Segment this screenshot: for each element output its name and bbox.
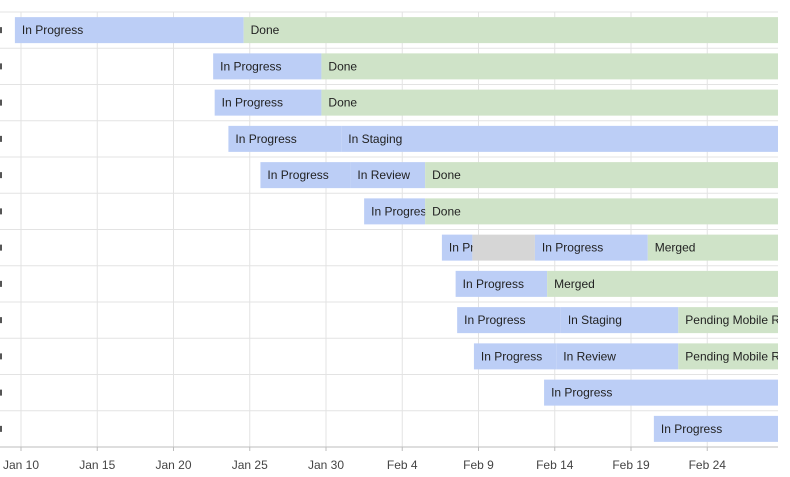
timeline-bar[interactable] [350,162,426,189]
bar-label: In Progress [22,23,83,37]
bar-label: In Progress [542,241,603,255]
bar-label: In Progress [220,59,281,73]
row-label-stub [0,208,2,215]
x-tick-label: Feb 24 [689,458,727,472]
bar-label: In Progress [235,132,296,146]
timeline-bar[interactable] [228,125,342,152]
bar-label: Merged [554,277,595,291]
timeline-bar[interactable] [425,198,778,225]
timeline-bar[interactable] [473,343,557,370]
timeline-bar[interactable] [678,343,778,370]
bar-label: In Progress [463,277,524,291]
timeline-bar[interactable] [243,17,778,44]
x-tick-label: Jan 20 [155,458,191,472]
bar-label: Pending Mobile Re [685,313,787,327]
timeline-bar[interactable] [678,307,778,334]
timeline-bar[interactable] [647,234,778,261]
timeline-bar[interactable] [321,53,778,80]
bar-label: In Review [563,349,616,363]
bar-label: In Staging [348,132,402,146]
bar-label: In Review [357,168,410,182]
bar-label: In Progress [267,168,328,182]
timeline-bar[interactable] [547,270,778,297]
x-tick-label: Jan 10 [3,458,39,472]
row-label-stub [0,135,2,142]
x-tick-label: Jan 15 [79,458,115,472]
row-label-stub [0,353,2,360]
x-tick-label: Feb 9 [463,458,494,472]
timeline-bar[interactable] [214,89,322,116]
timeline-bar[interactable] [425,162,778,189]
timeline-bar[interactable] [556,343,679,370]
timeline-bar[interactable] [455,270,548,297]
row-label-stub [0,172,2,179]
bar-label: In Progress [551,386,612,400]
row-label-stub [0,244,2,251]
bar-label: Done [328,59,357,73]
bar-label: In Progress [481,349,542,363]
timeline-bar[interactable] [260,162,351,189]
bar-label: In Progress [371,204,432,218]
row-label-stub [0,27,2,34]
bar-label: Merged [655,241,696,255]
timeline-bar[interactable] [441,234,473,261]
row-label-stub [0,389,2,396]
bar-label: In Staging [568,313,622,327]
row-label-stub [0,425,2,432]
x-tick-label: Jan 25 [232,458,268,472]
timeline-bar[interactable] [457,307,561,334]
row-label-stub [0,280,2,287]
timeline-bar[interactable] [653,415,778,442]
x-tick-label: Feb 4 [387,458,418,472]
bar-label: Done [432,168,461,182]
bar-label: Done [251,23,280,37]
bar-label: In Progress [661,422,722,436]
x-axis: Jan 10 Jan 15 Jan 20 Jan 25 Jan 30 Feb 4 Feb 9… [0,446,778,472]
bar-label: In Progress [464,313,525,327]
timeline-bar[interactable] [213,53,322,80]
x-tick-label: Jan 30 [308,458,344,472]
row-label-stub [0,63,2,70]
row-label-stub [0,317,2,324]
bar-label: In Progress [222,96,283,110]
x-tick-label: Feb 19 [612,458,650,472]
x-tick-label: Feb 14 [536,458,574,472]
timeline-bar[interactable] [321,89,778,116]
timeline-bar[interactable] [341,125,778,152]
timeline-bar[interactable] [534,234,648,261]
timeline-bar[interactable] [364,198,426,225]
timeline-bar[interactable] [14,17,244,44]
timeline-bar[interactable] [544,379,778,406]
bar-label: Pending Mobile Re [685,349,787,363]
timeline-bar[interactable] [560,307,679,334]
bar-label: Done [432,204,461,218]
row-label-stub [0,99,2,106]
bar-label: Done [328,96,357,110]
timeline-bar[interactable] [472,234,535,261]
